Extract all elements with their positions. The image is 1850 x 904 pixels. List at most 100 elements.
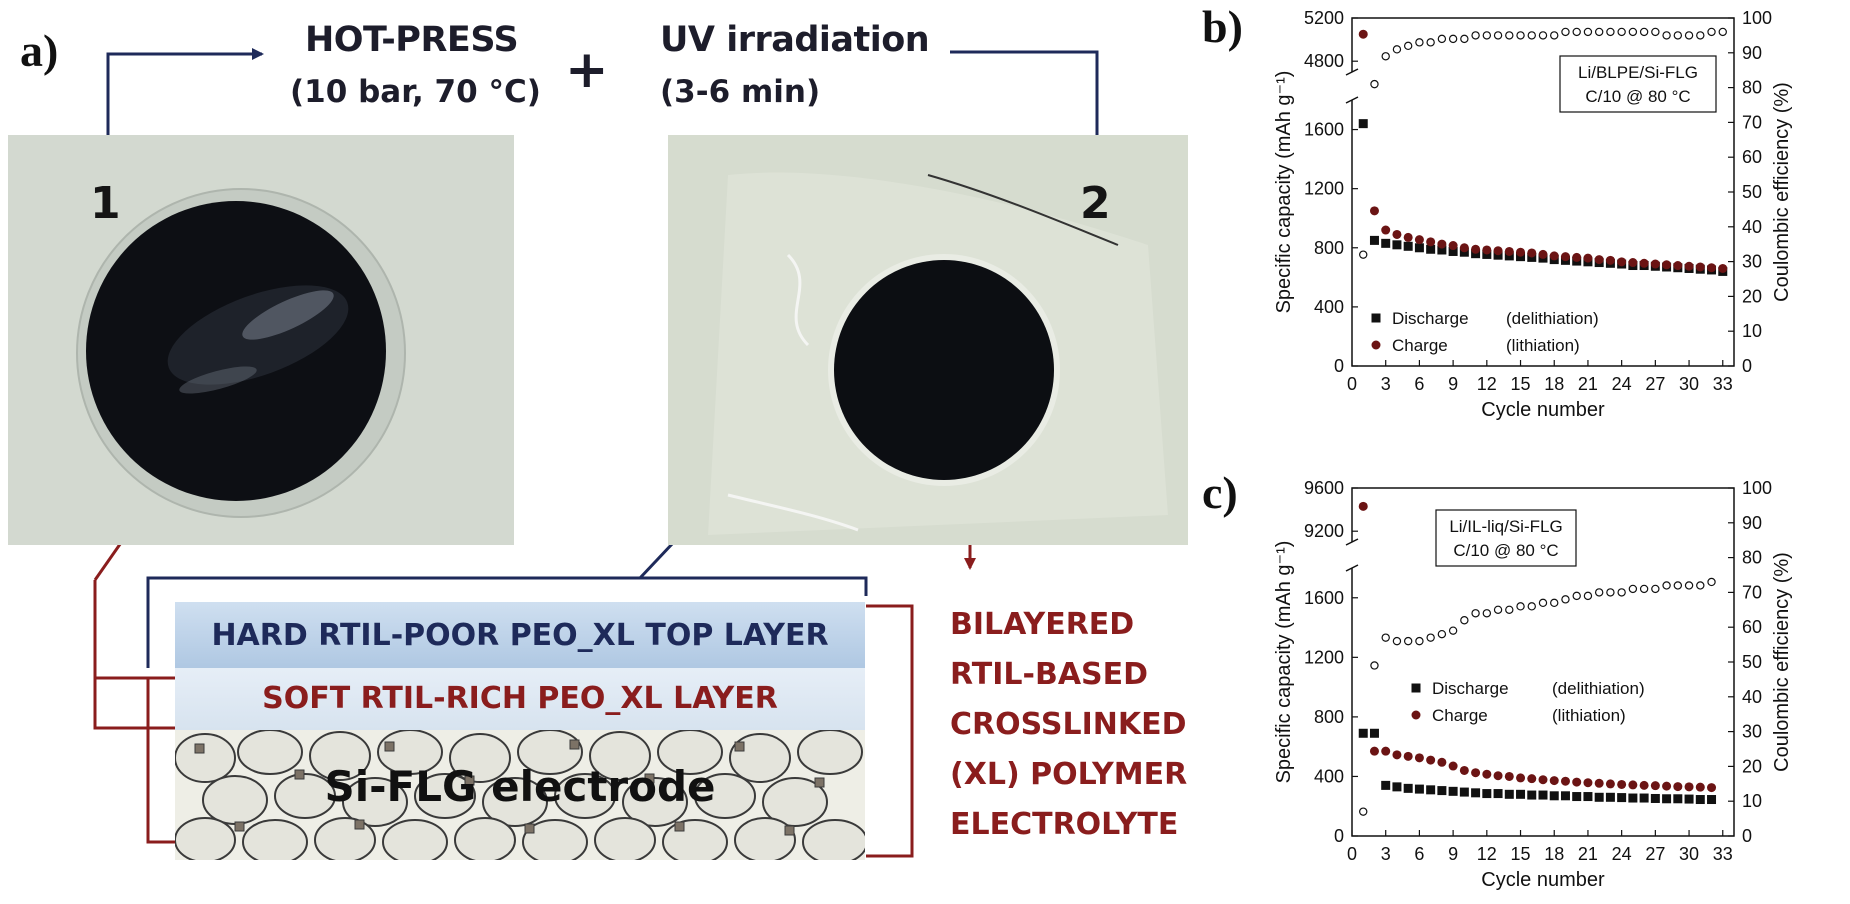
charge-point — [1381, 746, 1391, 756]
charge-point — [1369, 746, 1379, 756]
x-tick-label: 18 — [1544, 374, 1564, 394]
axis-break-mark — [1345, 538, 1359, 546]
y-left-axis-label: Specific capacity (mAh g⁻¹) — [1273, 541, 1295, 784]
brace-line-5: ELECTROLYTE — [950, 807, 1179, 842]
charge-point — [1628, 258, 1638, 268]
y-left-tick-label: 1200 — [1304, 179, 1344, 199]
charge-point — [1560, 776, 1570, 786]
efficiency-point — [1403, 41, 1413, 51]
x-axis-label: Cycle number — [1481, 399, 1605, 421]
x-tick-label: 27 — [1645, 374, 1665, 394]
charge-point — [1516, 247, 1526, 257]
efficiency-point — [1448, 34, 1458, 44]
efficiency-point — [1505, 31, 1514, 40]
efficiency-point — [1471, 31, 1480, 40]
discharge-point — [1538, 790, 1548, 800]
efficiency-point — [1572, 591, 1581, 601]
y-right-tick-label: 90 — [1742, 513, 1762, 533]
discharge-point — [1684, 794, 1694, 804]
discharge-point — [1516, 789, 1526, 799]
x-tick-label: 0 — [1347, 374, 1357, 394]
charge-point — [1684, 261, 1694, 271]
y-right-tick-label: 10 — [1742, 791, 1762, 811]
charge-point — [1448, 761, 1458, 771]
charge-point — [1594, 255, 1604, 265]
y-left-tick-label: 400 — [1314, 766, 1344, 786]
efficiency-point — [1572, 27, 1581, 37]
discharge-point — [1549, 791, 1559, 801]
condition-box-line-1: Li/IL-liq/Si-FLG — [1449, 517, 1562, 536]
efficiency-point — [1583, 27, 1593, 37]
y-right-tick-label: 70 — [1742, 582, 1762, 602]
discharge-point — [1392, 782, 1402, 792]
charge-point — [1662, 260, 1672, 270]
charge-point — [1650, 259, 1660, 269]
charge-point — [1358, 501, 1368, 511]
charge-point — [1426, 237, 1436, 247]
arrow-soft-layer-to-photo1 — [93, 676, 178, 730]
y-right-axis-label: Coulombic efficiency (%) — [1771, 82, 1793, 302]
efficiency-point — [1415, 636, 1424, 646]
discharge-point — [1639, 793, 1649, 803]
x-tick-label: 12 — [1477, 844, 1497, 864]
condition-box — [1435, 509, 1577, 567]
charge-point — [1527, 248, 1537, 258]
charge-point — [1482, 245, 1492, 255]
arrow-top-layer-to-photo2 — [146, 576, 868, 668]
efficiency-point — [1381, 633, 1390, 642]
y-left-tick-label: 9600 — [1304, 478, 1344, 498]
legend-marker-charge — [1371, 340, 1381, 350]
y-right-tick-label: 30 — [1742, 722, 1762, 742]
y-right-tick-label: 90 — [1742, 43, 1762, 63]
discharge-point — [1448, 786, 1458, 796]
efficiency-point — [1392, 45, 1402, 54]
discharge-point — [1414, 243, 1424, 253]
photo2-drawing — [708, 172, 1168, 535]
efficiency-point — [1696, 31, 1705, 40]
charge-point — [1650, 781, 1660, 791]
efficiency-point — [1550, 31, 1559, 40]
y-right-axis-label: Coulombic efficiency (%) — [1771, 552, 1793, 772]
efficiency-point — [1639, 27, 1649, 37]
efficiency-point — [1392, 636, 1402, 646]
axis-break-gap — [1346, 72, 1358, 100]
charge-point — [1707, 783, 1717, 793]
discharge-point — [1448, 246, 1458, 256]
efficiency-point — [1707, 577, 1716, 587]
discharge-point — [1426, 785, 1436, 795]
charge-point — [1673, 782, 1683, 792]
discharge-point — [1471, 788, 1481, 798]
efficiency-point — [1505, 605, 1514, 614]
legend-note: (lithiation) — [1506, 336, 1580, 355]
discharge-point — [1414, 784, 1424, 794]
y-right-tick-label: 10 — [1742, 321, 1762, 341]
brace-line-1: BILAYERED — [950, 607, 1135, 642]
efficiency-point — [1651, 27, 1660, 37]
panel-b-label: b) — [1202, 1, 1243, 52]
discharge-point — [1437, 245, 1447, 255]
discharge-point — [1381, 780, 1391, 790]
efficiency-point — [1516, 31, 1525, 40]
charge-point — [1549, 251, 1559, 261]
efficiency-point — [1594, 588, 1604, 597]
y-right-tick-label: 100 — [1742, 478, 1772, 498]
efficiency-point — [1561, 595, 1570, 604]
discharge-point — [1493, 789, 1503, 799]
hotpress-title: HOT-PRESS — [305, 20, 519, 60]
discharge-point — [1381, 238, 1391, 248]
efficiency-point — [1370, 661, 1379, 670]
discharge-point — [1605, 792, 1615, 802]
charge-point — [1684, 782, 1694, 792]
legend-label: Charge — [1392, 336, 1448, 355]
discharge-point — [1673, 794, 1683, 804]
efficiency-point — [1673, 31, 1683, 40]
charge-point — [1471, 244, 1481, 254]
efficiency-point — [1493, 605, 1503, 614]
y-right-tick-label: 40 — [1742, 217, 1762, 237]
efficiency-point — [1538, 31, 1548, 40]
y-left-tick-label: 0 — [1334, 826, 1344, 846]
x-tick-label: 24 — [1612, 374, 1632, 394]
efficiency-point — [1606, 27, 1615, 37]
plus-sign: + — [565, 40, 609, 100]
charge-point — [1493, 246, 1503, 256]
